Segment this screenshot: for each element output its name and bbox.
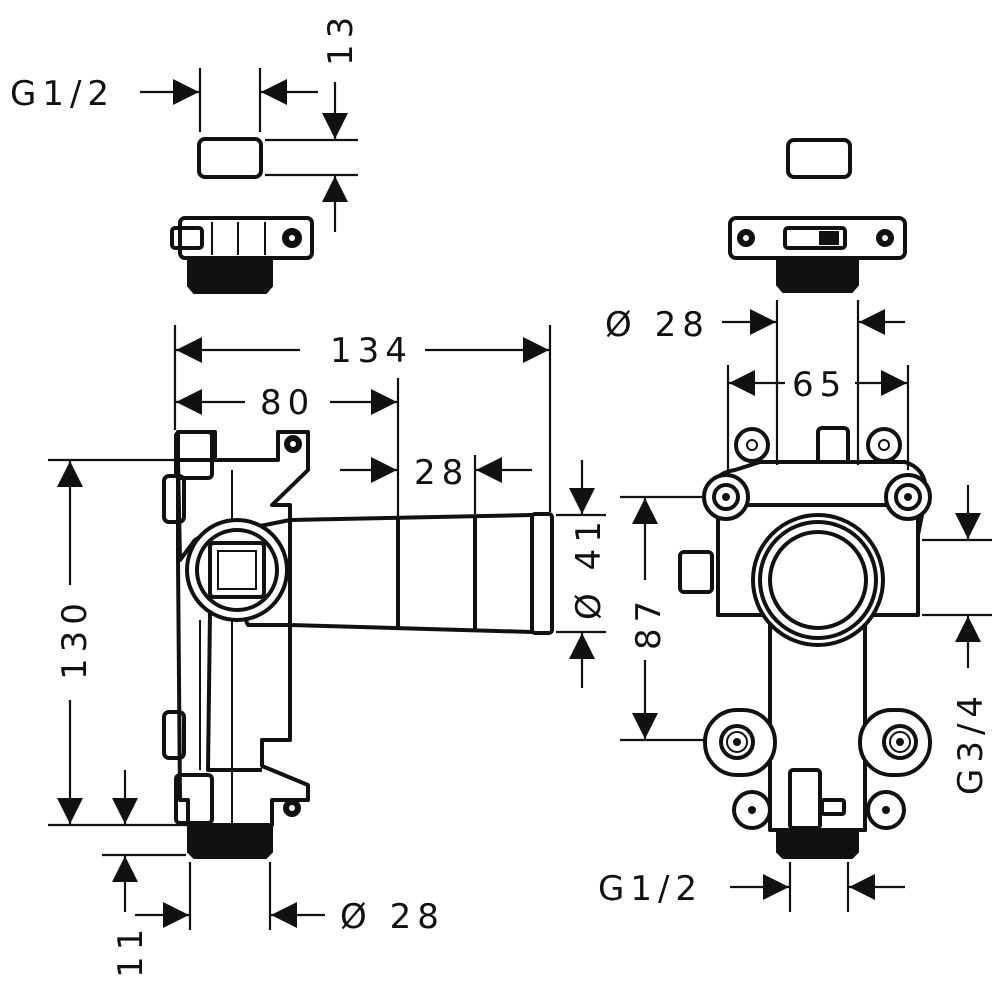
dim-11: 11 bbox=[102, 770, 186, 978]
dim-134: 134 bbox=[173, 325, 552, 512]
dim-130: 130 bbox=[48, 458, 186, 827]
label-13: 13 bbox=[321, 11, 361, 66]
left-body bbox=[162, 430, 554, 859]
label-11: 11 bbox=[111, 923, 151, 978]
left-view: G1/2 13 134 80 28 bbox=[10, 11, 609, 978]
dim-41: Ø 41 bbox=[556, 460, 609, 688]
dim-28-pipe: 28 bbox=[340, 453, 532, 514]
label-65: 65 bbox=[792, 365, 847, 405]
dim-80: 80 bbox=[176, 378, 400, 516]
label-g12-bottom: G1/2 bbox=[598, 869, 703, 909]
label-130: 130 bbox=[55, 597, 95, 680]
dim-d28-bottom: Ø 28 bbox=[135, 862, 445, 937]
right-adapter bbox=[728, 216, 907, 293]
dim-g12-bottom: G1/2 bbox=[598, 862, 905, 912]
right-cap bbox=[786, 138, 852, 179]
right-body bbox=[678, 426, 932, 859]
right-view: Ø 28 65 87 G3/4 G1/2 bbox=[598, 138, 992, 912]
dim-cap-height: 13 bbox=[265, 11, 361, 232]
label-87: 87 bbox=[629, 595, 669, 650]
left-cap bbox=[197, 137, 263, 179]
label-g34: G3/4 bbox=[951, 690, 991, 795]
left-adapter bbox=[170, 216, 314, 294]
label-d28-bottom: Ø 28 bbox=[340, 897, 445, 937]
label-d41: Ø 41 bbox=[569, 515, 609, 620]
dim-65: 65 bbox=[726, 365, 910, 470]
label-28-pipe: 28 bbox=[414, 453, 469, 493]
label-g12-top: G1/2 bbox=[10, 74, 115, 114]
dim-87: 87 bbox=[620, 495, 705, 742]
label-134: 134 bbox=[330, 331, 413, 371]
dim-g34: G3/4 bbox=[922, 485, 992, 795]
label-d28-right: Ø 28 bbox=[605, 305, 710, 345]
label-80: 80 bbox=[260, 383, 315, 423]
dim-left-cap-thread: G1/2 bbox=[10, 68, 318, 132]
